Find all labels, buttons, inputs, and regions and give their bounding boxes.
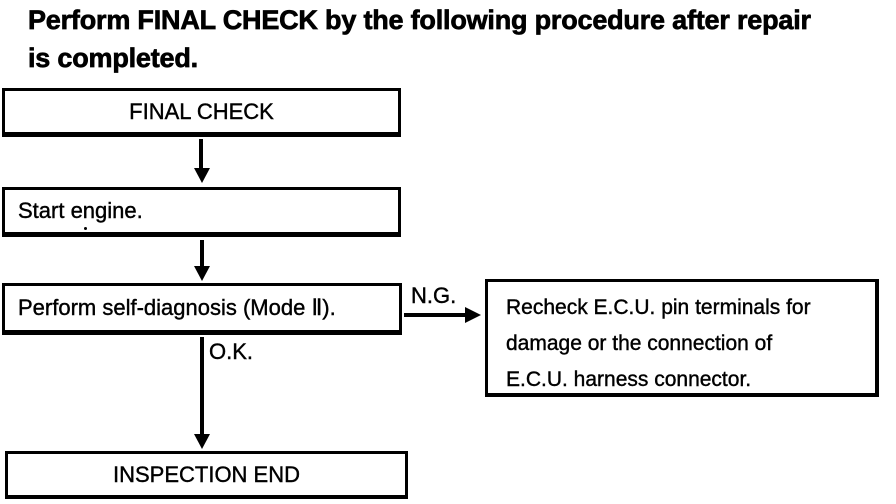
scan-artifact-dot	[84, 227, 87, 230]
node-recheck-ecu-line3: E.C.U. harness connector.	[506, 368, 752, 391]
edge-label-ng: N.G.	[411, 283, 457, 308]
arrow-down-icon	[194, 266, 210, 281]
node-final-check: FINAL CHECK	[2, 88, 401, 137]
node-inspection-end-label: INSPECTION END	[112, 461, 301, 487]
node-self-diagnosis-label: Perform self-diagnosis (Mode Ⅱ).	[18, 295, 336, 320]
node-inspection-end: INSPECTION END	[5, 451, 408, 499]
arrow-ok-line	[200, 337, 204, 436]
arrow-down-icon	[194, 434, 210, 449]
arrow-ng-line	[404, 313, 467, 317]
arrow-down-icon	[194, 168, 210, 183]
page-title-line1: Perform FINAL CHECK by the following pro…	[28, 5, 812, 36]
page-title: Perform FINAL CHECK by the following pro…	[28, 1, 812, 77]
node-final-check-label: FINAL CHECK	[129, 98, 274, 124]
arrow-final-check-to-start-engine-line	[199, 139, 203, 170]
node-recheck-ecu-line2: damage or the connection of	[506, 332, 773, 355]
edge-label-ok: O.K.	[209, 339, 254, 364]
arrow-right-icon	[465, 307, 481, 323]
node-start-engine-label: Start engine.	[18, 198, 143, 223]
arrow-start-engine-to-self-diagnosis-line	[200, 240, 204, 268]
node-self-diagnosis: Perform self-diagnosis (Mode Ⅱ).	[2, 283, 402, 335]
node-recheck-ecu-line1: Recheck E.C.U. pin terminals for	[506, 296, 811, 319]
node-recheck-ecu: Recheck E.C.U. pin terminals for damage …	[485, 279, 879, 397]
node-start-engine: Start engine.	[2, 187, 401, 237]
page-title-line2: is completed.	[28, 43, 199, 74]
